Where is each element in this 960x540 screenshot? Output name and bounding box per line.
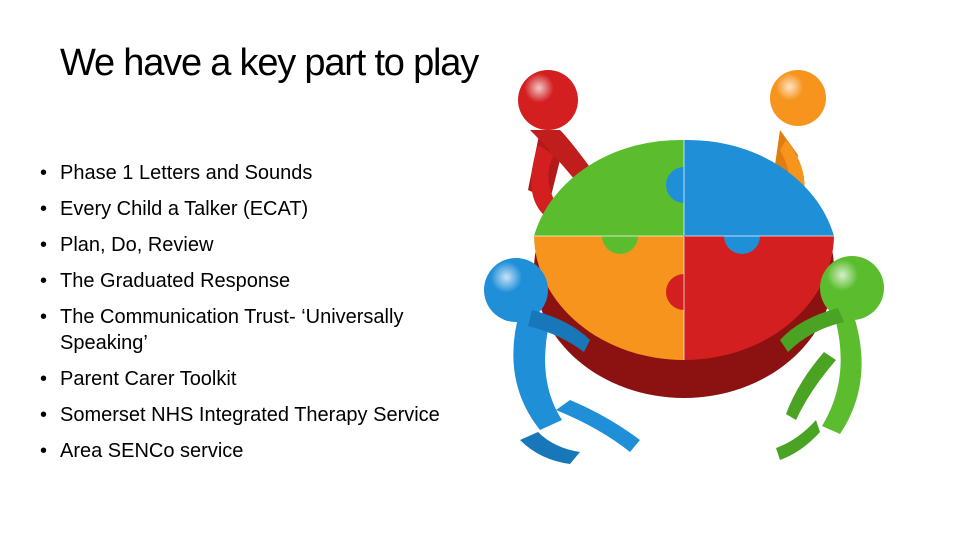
puzzle-team-illustration bbox=[484, 70, 884, 464]
slide-title: We have a key part to play bbox=[60, 42, 479, 84]
bullet-text: Plan, Do, Review bbox=[60, 234, 214, 256]
puzzle-piece-red bbox=[684, 236, 834, 360]
bullet-glyph: • bbox=[40, 270, 48, 292]
bullet-glyph: • bbox=[40, 198, 48, 220]
bullet-item: • The Graduated Response bbox=[40, 268, 480, 294]
bullet-text: Phase 1 Letters and Sounds bbox=[60, 162, 313, 184]
puzzle-disc bbox=[534, 139, 834, 360]
puzzle-piece-green bbox=[534, 139, 684, 236]
bullet-text: Parent Carer Toolkit bbox=[60, 368, 237, 390]
bullet-text: The Graduated Response bbox=[60, 270, 291, 292]
bullet-glyph: • bbox=[40, 162, 48, 184]
bullet-glyph: • bbox=[40, 404, 48, 426]
bullet-glyph: • bbox=[40, 234, 48, 256]
bullet-text: Every Child a Talker (ECAT) bbox=[60, 198, 309, 220]
bullet-text: Area SENCo service bbox=[60, 440, 244, 462]
bullet-item: • Somerset NHS Integrated Therapy Service bbox=[40, 402, 480, 428]
bullet-item: • Every Child a Talker (ECAT) bbox=[40, 196, 480, 222]
green-figure bbox=[776, 256, 884, 460]
puzzle-piece-orange bbox=[534, 236, 684, 360]
bullet-glyph: • bbox=[40, 440, 48, 462]
orange-figure bbox=[770, 70, 826, 230]
puzzle-piece-blue bbox=[684, 139, 834, 236]
bullet-item: • The Communication Trust- ‘Universally S… bbox=[40, 304, 480, 356]
bullet-item: • Phase 1 Letters and Sounds bbox=[40, 160, 480, 186]
bullet-item: • Plan, Do, Review bbox=[40, 232, 480, 258]
bullet-text: The Communication Trust- ‘Universally Sp… bbox=[60, 306, 404, 354]
bullet-list: • Phase 1 Letters and Sounds • Every Child… bbox=[40, 160, 480, 474]
blue-figure bbox=[484, 258, 640, 464]
bullet-item: • Parent Carer Toolkit bbox=[40, 366, 480, 392]
bullet-text: Somerset NHS Integrated Therapy Service bbox=[60, 404, 440, 426]
bullet-glyph: • bbox=[40, 306, 48, 328]
bullet-item: • Area SENCo service bbox=[40, 438, 480, 464]
bullet-glyph: • bbox=[40, 368, 48, 390]
